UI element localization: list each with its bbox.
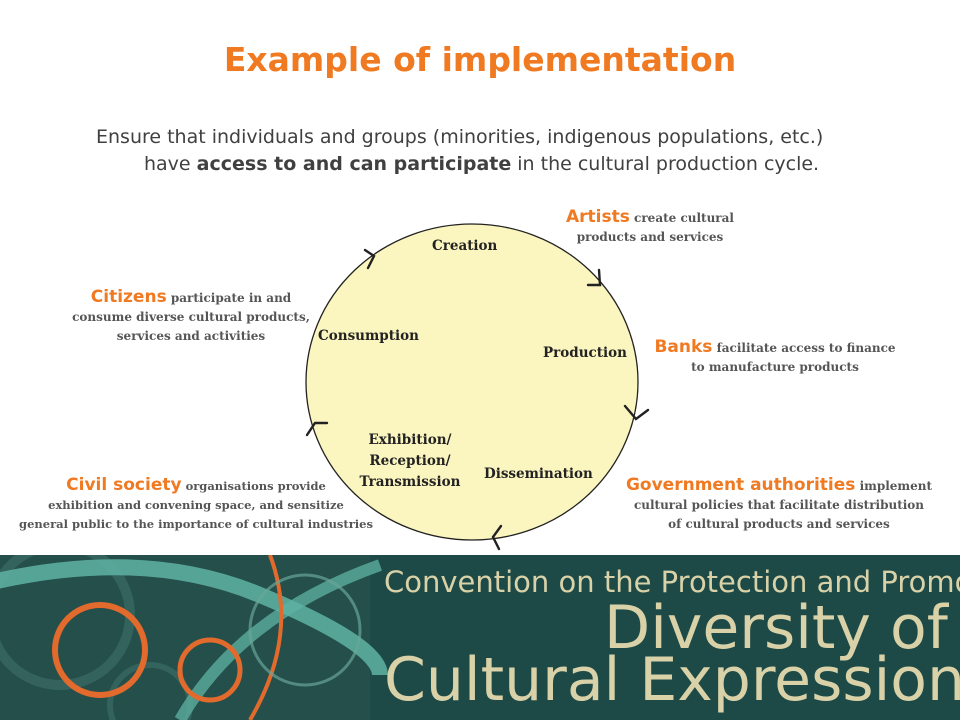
actor-banks: Banks facilitate access to finance to ma… (640, 338, 910, 377)
convention-banner: Convention on the Protection and Promoti… (0, 555, 960, 720)
stage-creation: Creation (432, 238, 498, 254)
actor-civil-text1: organisations provide (181, 479, 326, 493)
banner-line-1: Convention on the Protection and Promoti… (384, 565, 960, 599)
cycle-arrow-1 (363, 248, 376, 270)
actor-citizens-text3: services and activities (116, 329, 266, 343)
intro-line-2: have access to and can participate in th… (96, 151, 896, 178)
intro-line-1: Ensure that individuals and groups (mino… (96, 126, 824, 148)
actor-government-text1: implement (855, 479, 933, 493)
intro-text: Ensure that individuals and groups (mino… (96, 124, 896, 178)
page-title: Example of implementation (223, 40, 737, 79)
actor-citizens-text2: consume diverse cultural products, (72, 310, 310, 324)
banner-line-2: Diversity of (604, 593, 948, 663)
cycle-ellipse (305, 223, 639, 541)
actor-government-text3: of cultural products and services (668, 517, 890, 531)
actor-artists: Artists create cultural products and ser… (520, 208, 780, 247)
cycle-arrow-3 (623, 404, 650, 421)
stage-exhibition: Exhibition/ Reception/ Transmission (352, 430, 468, 493)
actor-citizens-head: Citizens (90, 287, 167, 307)
actor-banks-text1: facilitate access to finance (712, 341, 896, 355)
actor-banks-head: Banks (654, 337, 713, 357)
cycle-arrow-2 (586, 268, 602, 287)
actor-civil-text3: general public to the importance of cult… (19, 517, 373, 531)
banner-line-3: Cultural Expressions (384, 645, 960, 715)
stage-consumption: Consumption (318, 328, 419, 344)
actor-artists-head: Artists (566, 207, 630, 227)
intro-line-2-pre: have (144, 153, 197, 175)
actor-citizens-text1: participate in and (166, 291, 292, 305)
intro-emphasis: access to and can participate (196, 153, 512, 175)
actor-civil-head: Civil society (66, 475, 182, 495)
stage-dissemination: Dissemination (484, 466, 593, 482)
cycle-diagram (305, 223, 650, 551)
actor-government-text2: cultural policies that facilitate distri… (633, 498, 925, 512)
actor-artists-text1: create cultural (629, 211, 734, 225)
stage-exhibition-line3: Transmission (359, 474, 461, 490)
stage-exhibition-line2: Reception/ (369, 453, 451, 469)
cycle-arrow-5 (305, 421, 329, 437)
stage-exhibition-line1: Exhibition/ (368, 432, 452, 448)
stage-production: Production (543, 345, 627, 361)
banner-artwork (0, 555, 388, 720)
actor-government-head: Government authorities (625, 475, 856, 495)
cycle-arrow-4 (491, 524, 503, 551)
actor-artists-text2: products and services (576, 230, 724, 244)
actor-government: Government authorities implement cultura… (604, 476, 954, 534)
actor-civil-text2: exhibition and convening space, and sens… (48, 498, 344, 512)
actor-civil-society: Civil society organisations provide exhi… (4, 476, 388, 534)
actor-citizens: Citizens participate in and consume dive… (56, 288, 326, 346)
actor-banks-text2: to manufacture products (691, 360, 859, 374)
intro-line-2-post: in the cultural production cycle. (511, 153, 820, 175)
